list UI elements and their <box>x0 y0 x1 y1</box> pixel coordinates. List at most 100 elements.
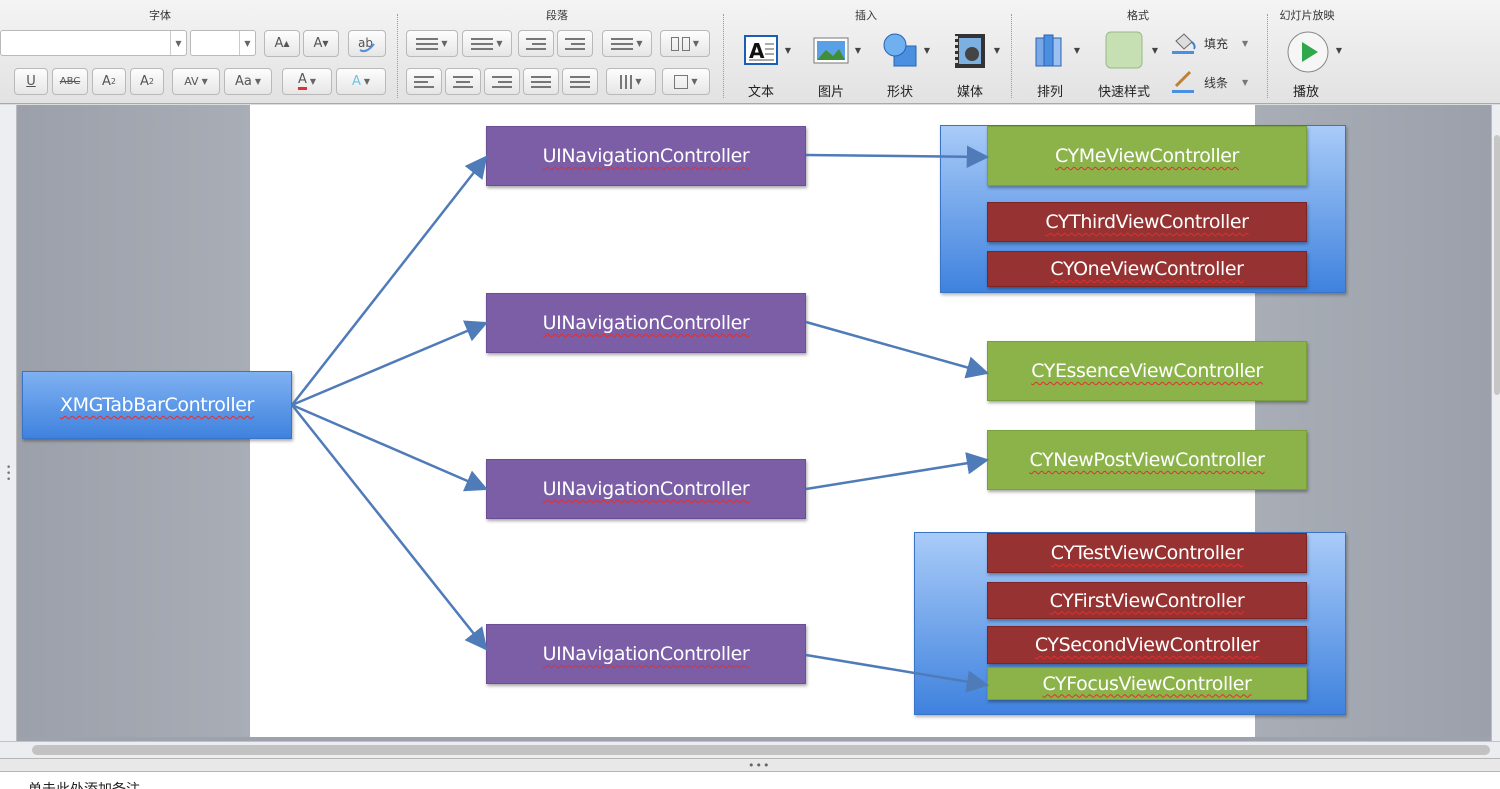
line-button[interactable]: 线条 ▼ <box>1170 70 1248 94</box>
insert-text-button[interactable]: A ▼ 文本 <box>731 30 791 100</box>
nav-controller-2[interactable]: UINavigationController <box>486 293 806 353</box>
change-case-icon: Aa <box>234 74 252 89</box>
arrange-icon <box>1030 30 1070 70</box>
notes-splitter[interactable]: ••• <box>0 758 1500 772</box>
nav-controller-4[interactable]: UINavigationController <box>486 624 806 684</box>
first-view-controller[interactable]: CYFirstViewController <box>987 582 1307 619</box>
underline-icon: U <box>26 74 36 89</box>
horizontal-scroll-thumb[interactable] <box>32 745 1490 755</box>
text-direction-icon <box>620 74 633 89</box>
text-direction-button[interactable]: ▼ <box>606 68 656 95</box>
text-effects-button[interactable]: A▼ <box>336 68 386 95</box>
clear-format-button[interactable]: ab <box>348 30 386 57</box>
insert-media-button[interactable]: ▼ 媒体 <box>940 30 1000 100</box>
grow-font-button[interactable]: A▲ <box>264 30 300 57</box>
chevron-down-icon: ▼ <box>1073 46 1080 55</box>
vc-label: CYFirstViewController <box>1049 589 1245 612</box>
media-icon <box>950 30 990 70</box>
character-spacing-button[interactable]: AV▼ <box>172 68 220 95</box>
chevron-down-icon: ▼ <box>1151 46 1158 55</box>
essence-view-controller[interactable]: CYEssenceViewController <box>987 341 1307 401</box>
chevron-down-icon: ▼ <box>1242 77 1249 87</box>
underline-button[interactable]: U <box>14 68 48 95</box>
insert-shape-button[interactable]: ▼ 形状 <box>870 30 930 100</box>
vc-label: CYOneViewController <box>1050 258 1244 280</box>
focus-view-controller[interactable]: CYFocusViewController <box>987 667 1307 700</box>
root-tabbar-controller[interactable]: XMGTabBarController <box>22 371 292 439</box>
chevron-down-icon: ▼ <box>784 46 791 55</box>
align-left-button[interactable] <box>406 68 442 95</box>
splitter-grip-icon[interactable]: ••• <box>748 759 771 772</box>
chevron-down-icon: ▼ <box>1335 46 1342 55</box>
vertical-scrollbar[interactable] <box>1491 105 1500 741</box>
vertical-scroll-thumb[interactable] <box>1494 135 1500 395</box>
insert-picture-button[interactable]: ▼ 图片 <box>801 30 861 100</box>
distribute-button[interactable] <box>562 68 598 95</box>
group-separator <box>723 14 724 98</box>
nav-controller-1[interactable]: UINavigationController <box>486 126 806 186</box>
align-text-button[interactable]: ▼ <box>662 68 710 95</box>
shrink-font-icon: A <box>313 36 323 51</box>
third-view-controller[interactable]: CYThirdViewController <box>987 202 1307 242</box>
chevron-down-icon: ▼ <box>170 31 186 55</box>
align-center-icon <box>453 75 473 88</box>
font-size-select[interactable]: ▼ <box>190 30 256 56</box>
insert-picture-label: 图片 <box>817 85 844 100</box>
notes-placeholder[interactable]: 单击此处添加备注 <box>28 779 140 789</box>
fill-button[interactable]: 填充▼ <box>1170 31 1248 55</box>
new-post-view-controller[interactable]: CYNewPostViewController <box>987 430 1307 490</box>
play-slideshow-button[interactable]: ▼ 播放 <box>1276 30 1342 100</box>
strikethrough-button[interactable]: ABC <box>52 68 88 95</box>
group-title-insert: 插入 <box>855 9 877 22</box>
quick-styles-button[interactable]: ▼ 快速样式 <box>1092 30 1158 100</box>
arrange-button[interactable]: ▼ 排列 <box>1020 30 1080 100</box>
shrink-font-button[interactable]: A▼ <box>303 30 339 57</box>
play-icon <box>1287 30 1329 73</box>
insert-text-label: 文本 <box>747 85 774 100</box>
justify-icon <box>531 75 551 88</box>
resize-grip-icon[interactable]: ••• <box>6 463 12 485</box>
svg-text:A: A <box>749 39 765 63</box>
test-view-controller[interactable]: CYTestViewController <box>987 533 1307 573</box>
nav-label: UINavigationController <box>542 643 750 665</box>
chevron-down-icon: ▼ <box>239 31 255 55</box>
fill-label: 填充 <box>1204 36 1229 51</box>
left-pane-collapsed[interactable]: ••• <box>0 105 17 741</box>
quick-styles-icon <box>1104 30 1144 70</box>
line-label: 线条 <box>1204 75 1229 90</box>
insert-shape-label: 形状 <box>886 85 913 100</box>
notes-pane[interactable]: 单击此处添加备注 <box>0 772 1500 789</box>
clear-format-icon: ab <box>358 36 375 52</box>
one-view-controller[interactable]: CYOneViewController <box>987 251 1307 287</box>
line-spacing-button[interactable]: ▼ <box>602 30 652 57</box>
align-center-button[interactable] <box>445 68 481 95</box>
root-label: XMGTabBarController <box>60 394 254 416</box>
justify-button[interactable] <box>523 68 559 95</box>
slide-workspace: ••• XMGTabBarController UINavigationCont… <box>0 105 1500 741</box>
align-right-button[interactable] <box>484 68 520 95</box>
nav-label: UINavigationController <box>542 478 750 500</box>
increase-indent-button[interactable] <box>557 30 593 57</box>
bullets-button[interactable]: ▼ <box>406 30 458 57</box>
strikethrough-icon: ABC <box>59 76 81 87</box>
horizontal-scrollbar[interactable] <box>0 741 1500 758</box>
font-color-icon: A <box>297 73 307 90</box>
align-left-icon <box>414 75 434 88</box>
decrease-indent-button[interactable] <box>518 30 554 57</box>
columns-button[interactable]: ▼ <box>660 30 710 57</box>
second-view-controller[interactable]: CYSecondViewController <box>987 626 1307 664</box>
change-case-button[interactable]: Aa▼ <box>224 68 272 95</box>
nav-controller-3[interactable]: UINavigationController <box>486 459 806 519</box>
superscript-icon: A <box>102 74 111 89</box>
arrange-label: 排列 <box>1036 85 1063 100</box>
numbering-button[interactable]: ▼ <box>462 30 512 57</box>
chevron-down-icon: ▼ <box>854 46 861 55</box>
numbered-list-icon <box>471 37 494 50</box>
play-label: 播放 <box>1292 85 1319 100</box>
me-view-controller[interactable]: CYMeViewController <box>987 126 1307 186</box>
font-name-select[interactable]: ▼ <box>0 30 187 56</box>
font-color-button[interactable]: A▼ <box>282 68 332 95</box>
